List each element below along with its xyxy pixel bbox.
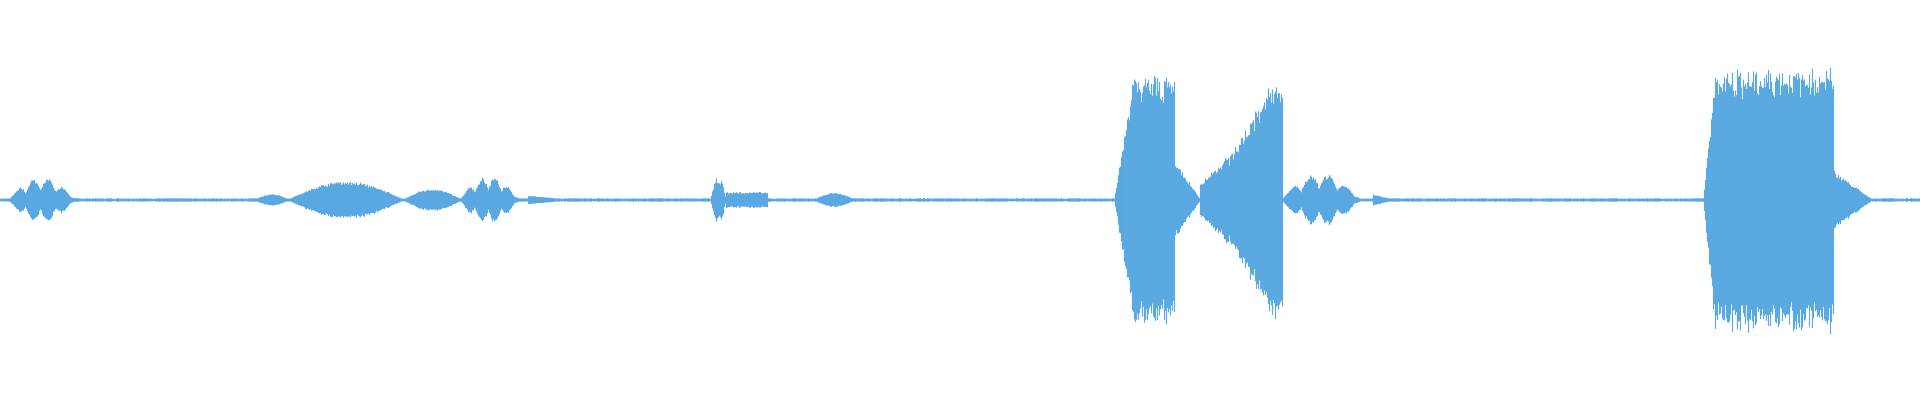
waveform-bars bbox=[0, 67, 1920, 335]
